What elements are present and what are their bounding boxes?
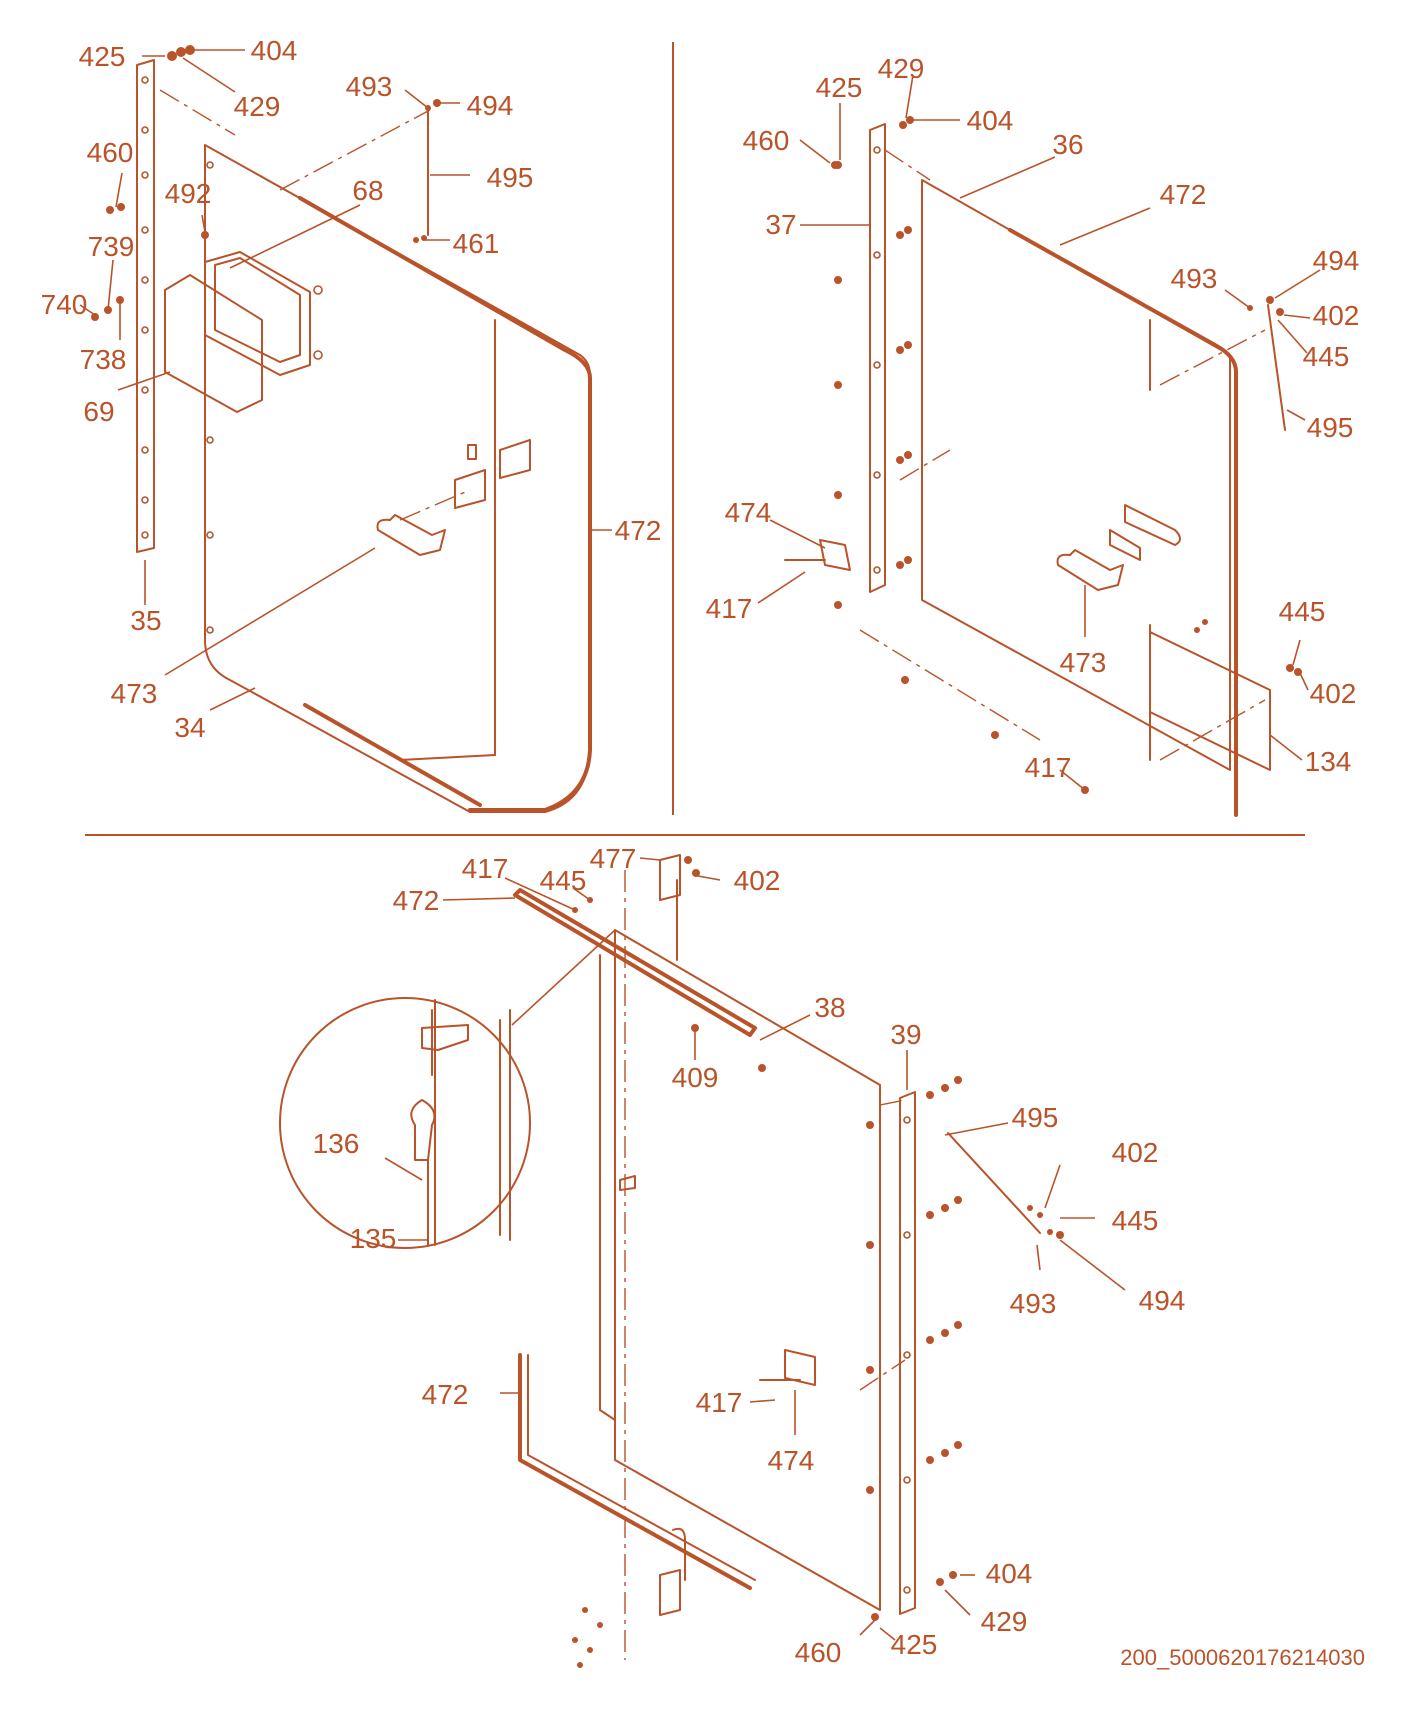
callout-417: 417 [462, 853, 509, 884]
callout-417: 417 [706, 593, 753, 624]
callout-472: 472 [615, 515, 662, 546]
bolt-column-bottom [866, 1076, 962, 1494]
callout-39: 39 [890, 1019, 921, 1050]
callout-429: 429 [878, 53, 925, 84]
callout-739: 739 [88, 231, 135, 262]
callout-474: 474 [768, 1445, 815, 1476]
callout-492: 492 [165, 178, 212, 209]
callout-477: 477 [590, 843, 637, 874]
callout-35: 35 [130, 605, 161, 636]
callout-labels-top-left: 425 404 429 493 494 460 495 492 68 461 7… [41, 35, 662, 743]
callout-472: 472 [1160, 179, 1207, 210]
callout-417: 417 [1025, 752, 1072, 783]
callout-495: 495 [487, 162, 534, 193]
callout-429: 429 [234, 91, 281, 122]
handle-473-right [1056, 549, 1124, 591]
callout-473: 473 [111, 678, 158, 709]
mounting-strip-37 [869, 123, 886, 593]
callout-425: 425 [816, 72, 863, 103]
callout-472: 472 [422, 1379, 469, 1410]
callout-493: 493 [346, 71, 393, 102]
callout-461: 461 [453, 228, 500, 259]
callout-460: 460 [743, 125, 790, 156]
callout-460: 460 [87, 137, 134, 168]
callout-135: 135 [350, 1223, 397, 1254]
hinge-477 [659, 854, 681, 901]
callout-473: 473 [1060, 647, 1107, 678]
callout-495: 495 [1307, 412, 1354, 443]
callout-740: 740 [41, 289, 88, 320]
callout-445: 445 [1279, 596, 1326, 627]
callout-445: 445 [1303, 341, 1350, 372]
panel-134 [1149, 631, 1271, 771]
drawing-id: 200_5000620176214030 [1120, 1645, 1365, 1670]
callout-404: 404 [986, 1558, 1033, 1589]
callout-425: 425 [79, 41, 126, 72]
door-panel-38 [614, 929, 881, 1611]
callout-69: 69 [83, 396, 114, 427]
callout-402: 402 [1112, 1137, 1159, 1168]
hinge-bottom [659, 1569, 681, 1616]
rod-495-bottom [947, 1132, 1041, 1234]
callout-445: 445 [1112, 1205, 1159, 1236]
top-left-assembly [79, 45, 612, 813]
detail-circle [279, 929, 616, 1249]
callout-474: 474 [725, 497, 772, 528]
callout-404: 404 [251, 35, 298, 66]
callout-494: 494 [1313, 245, 1360, 276]
callout-402: 402 [1310, 678, 1357, 709]
frame-68 [204, 251, 311, 376]
callout-34: 34 [174, 712, 205, 743]
cover-plate-69 [164, 274, 263, 413]
handle-473 [376, 514, 446, 556]
callout-36: 36 [1052, 129, 1083, 160]
callout-495: 495 [1012, 1102, 1059, 1133]
top-right-assembly [757, 74, 1321, 817]
bottom-assembly [279, 854, 1126, 1668]
callout-404: 404 [967, 105, 1014, 136]
callout-417: 417 [696, 1387, 743, 1418]
bolt-column [834, 161, 912, 609]
callout-494: 494 [1139, 1285, 1186, 1316]
callout-493: 493 [1171, 263, 1218, 294]
callout-409: 409 [672, 1062, 719, 1093]
callout-472: 472 [393, 885, 440, 916]
callout-labels-bottom: 477 417 445 402 472 38 409 39 136 495 40… [313, 843, 1186, 1668]
top-trim-472 [513, 888, 757, 1037]
callout-425: 425 [891, 1629, 938, 1660]
bottom-trim-472 [518, 1353, 752, 1590]
hinge-474-bottom [784, 1349, 816, 1386]
hinge-strip-35 [136, 59, 155, 553]
callout-labels-top-right: 429 425 404 460 36 472 37 493 494 402 44… [706, 53, 1360, 783]
callout-402: 402 [1313, 300, 1360, 331]
callout-460: 460 [795, 1637, 842, 1668]
callout-494: 494 [467, 90, 514, 121]
callout-738: 738 [80, 344, 127, 375]
side-panel-34 [204, 144, 591, 813]
edge-trim-472-right [1008, 228, 1238, 817]
edge-trim-472 [298, 196, 592, 812]
callout-68: 68 [352, 175, 383, 206]
callout-402: 402 [734, 865, 781, 896]
mounting-strip-39 [899, 1091, 916, 1615]
callout-134: 134 [1305, 746, 1352, 777]
callout-136: 136 [313, 1128, 360, 1159]
rod-495-right [1267, 304, 1286, 431]
callout-38: 38 [814, 992, 845, 1023]
callout-445: 445 [540, 865, 587, 896]
callout-37: 37 [765, 209, 796, 240]
callout-493: 493 [1010, 1288, 1057, 1319]
hinge-474 [819, 539, 851, 571]
callout-429: 429 [981, 1606, 1028, 1637]
